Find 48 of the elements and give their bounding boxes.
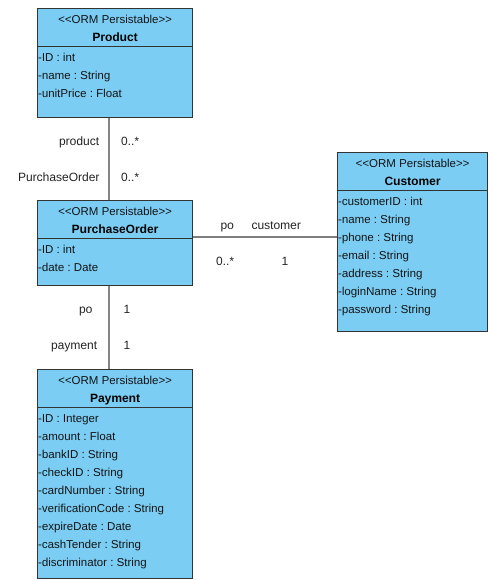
stereotype-label: <<ORM Persistable>> <box>356 157 470 172</box>
stereotype-label: <<ORM Persistable>> <box>58 374 172 389</box>
attribute-text: -password : String <box>338 303 431 318</box>
class-name: Product <box>92 29 138 45</box>
class-box <box>37 200 193 286</box>
class-name: PurchaseOrder <box>72 221 158 237</box>
stereotype-label: <<ORM Persistable>> <box>58 13 172 28</box>
attribute-text: -discriminator : String <box>38 556 147 571</box>
role-name: PurchaseOrder <box>18 170 100 184</box>
attribute-text: -date : Date <box>38 261 98 276</box>
stereotype-label: <<ORM Persistable>> <box>58 205 172 220</box>
attribute-text: -address : String <box>338 267 422 282</box>
attribute-text: -phone : String <box>338 231 414 246</box>
attribute-text: -verificationCode : String <box>38 502 164 517</box>
association-line <box>108 118 110 200</box>
attribute-text: -cardNumber : String <box>38 484 145 499</box>
role-name: po <box>79 302 92 316</box>
attribute-text: -checkID : String <box>38 466 123 481</box>
class-box <box>37 369 193 579</box>
attribute-text: -email : String <box>338 249 409 264</box>
attribute-text: -ID : int <box>38 51 76 66</box>
attribute-text: -ID : int <box>38 243 76 258</box>
role-name: customer <box>252 218 301 232</box>
attribute-text: -customerID : int <box>338 195 422 210</box>
role-name: product <box>59 134 100 148</box>
multiplicity-label: 1 <box>124 302 130 316</box>
attribute-text: -bankID : String <box>38 448 118 463</box>
class-box <box>337 152 488 332</box>
attribute-text: -expireDate : Date <box>38 520 132 535</box>
attribute-text: -name : String <box>38 69 110 84</box>
multiplicity-label: 1 <box>124 338 130 352</box>
class-name: Customer <box>384 173 440 189</box>
attribute-text: -name : String <box>338 213 410 228</box>
class-name: Payment <box>90 390 140 406</box>
association-line <box>193 236 337 238</box>
multiplicity-label: 0..* <box>121 170 140 184</box>
attribute-text: -cashTender : String <box>38 538 141 553</box>
attribute-text: -unitPrice : Float <box>38 87 122 102</box>
attribute-text: -ID : Integer <box>38 412 99 427</box>
association-line <box>108 286 110 369</box>
attribute-text: -amount : Float <box>38 430 116 445</box>
multiplicity-label: 0..* <box>121 134 140 148</box>
multiplicity-label: 1 <box>282 254 288 268</box>
multiplicity-label: 0..* <box>216 254 234 268</box>
class-box <box>37 8 193 118</box>
attribute-text: -loginName : String <box>338 285 436 300</box>
role-name: po <box>220 218 234 232</box>
role-name: payment <box>51 338 98 352</box>
